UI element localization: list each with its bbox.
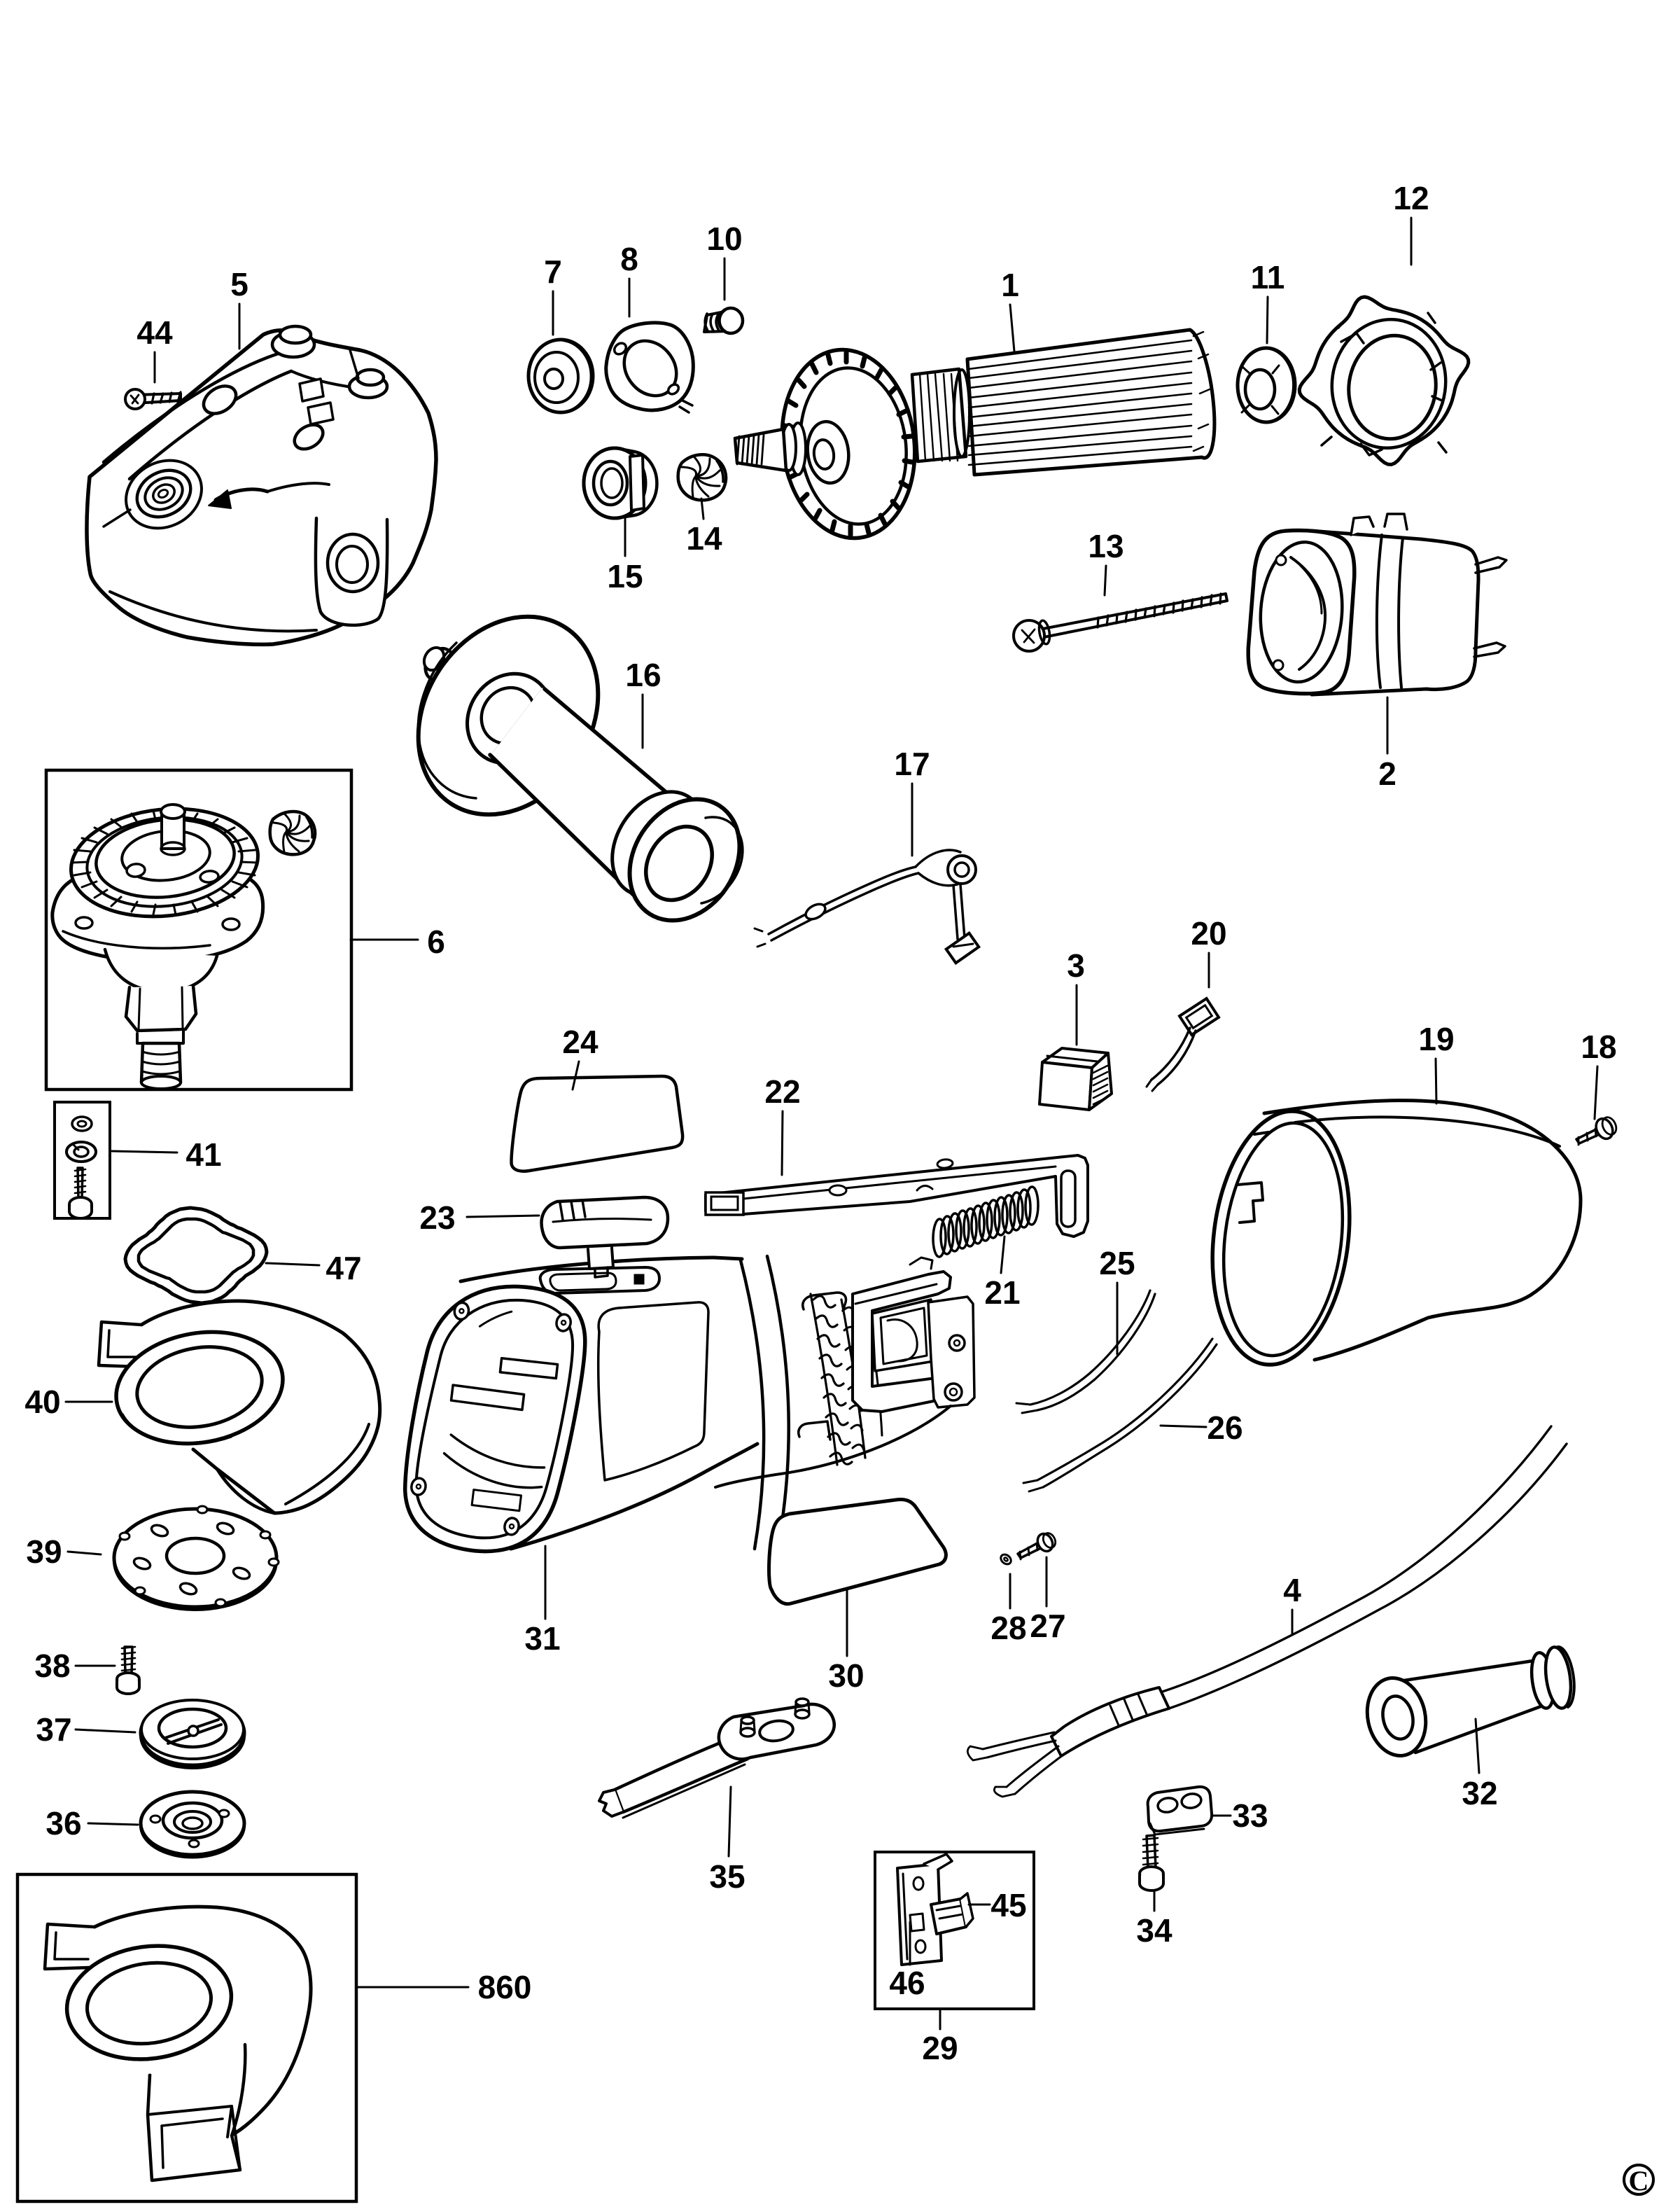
svg-text:33: 33 [1232,1797,1268,1834]
svg-text:29: 29 [922,2030,958,2066]
svg-text:23: 23 [419,1199,455,1236]
svg-text:16: 16 [625,657,661,693]
svg-text:27: 27 [1030,1608,1065,1644]
svg-text:38: 38 [34,1648,70,1684]
svg-text:20: 20 [1191,915,1226,952]
svg-text:25: 25 [1099,1245,1135,1281]
svg-text:36: 36 [46,1805,81,1842]
svg-text:34: 34 [1136,1912,1172,1949]
svg-text:10: 10 [706,221,742,257]
svg-text:14: 14 [686,520,722,557]
svg-text:44: 44 [136,314,173,351]
svg-text:860: 860 [478,1969,532,2005]
svg-text:4: 4 [1283,1572,1301,1608]
svg-text:15: 15 [607,558,643,594]
svg-text:40: 40 [24,1384,60,1420]
svg-text:21: 21 [984,1274,1020,1311]
svg-text:8: 8 [620,241,638,277]
svg-text:5: 5 [230,266,248,302]
svg-text:2: 2 [1378,756,1396,792]
svg-text:35: 35 [709,1858,745,1895]
svg-text:3: 3 [1067,947,1085,984]
svg-text:47: 47 [326,1250,361,1286]
svg-text:6: 6 [427,924,445,960]
svg-text:37: 37 [36,1711,71,1748]
svg-text:13: 13 [1088,528,1124,564]
svg-text:28: 28 [990,1610,1026,1646]
svg-text:22: 22 [764,1073,800,1110]
svg-text:45: 45 [990,1887,1026,1923]
svg-text:19: 19 [1418,1021,1454,1057]
svg-text:30: 30 [828,1657,864,1694]
svg-text:1: 1 [1001,267,1019,303]
svg-text:18: 18 [1581,1029,1616,1065]
svg-text:24: 24 [562,1024,598,1060]
svg-text:32: 32 [1462,1775,1497,1811]
svg-text:31: 31 [524,1620,560,1657]
svg-text:39: 39 [26,1533,62,1570]
svg-text:17: 17 [894,746,930,782]
svg-text:11: 11 [1251,259,1285,295]
svg-text:41: 41 [186,1136,221,1173]
svg-text:26: 26 [1207,1409,1242,1446]
svg-text:46: 46 [889,1965,925,2001]
svg-text:C: C [1629,2165,1649,2196]
svg-text:7: 7 [544,253,562,290]
svg-text:12: 12 [1393,180,1429,216]
